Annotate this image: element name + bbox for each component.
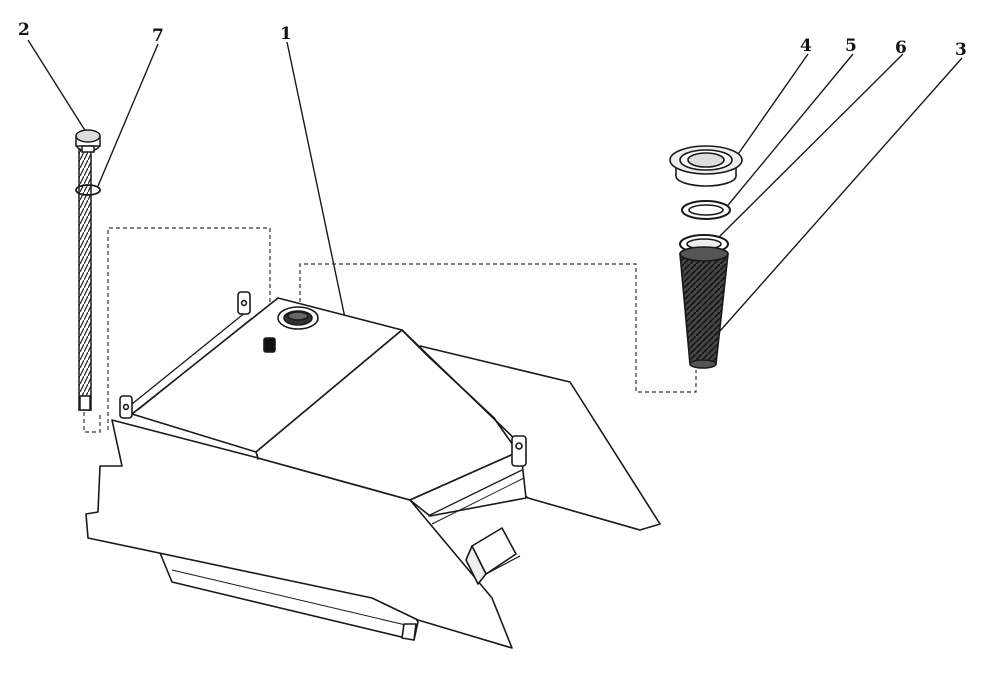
leader-7 [97,43,159,187]
leader-1 [286,41,346,319]
callout-5: 5 [845,36,857,56]
leader-4 [733,53,809,161]
leader-3 [711,57,963,341]
tank-lower-bracket [465,527,521,585]
callout-4: 4 [800,36,812,56]
tank-mount-bracket-side [511,435,527,467]
fuel-tank [85,291,661,649]
filler-cap [669,145,743,187]
callout-7: 7 [152,26,164,46]
leader-6 [717,53,904,239]
dipstick-seal-ring [75,184,101,196]
callout-6: 6 [895,38,907,58]
tank-mount-bracket-rear [237,291,251,315]
assembly-guides [83,227,697,433]
filler-assembly [669,145,743,369]
tank-rail-left [131,311,247,405]
dipstick-guide-line [83,412,101,433]
leader-5 [723,53,854,211]
tank-bottom-tab [401,623,417,641]
dipstick-rod [78,147,92,411]
tank-dipstick-port [263,337,276,353]
tank-filler-opening [277,306,319,330]
tank-rail-right [427,469,523,517]
filler-ring [681,200,731,220]
filler-tube [679,246,729,369]
callout-3: 3 [955,40,967,60]
leader-2 [27,39,87,133]
tank-mount-bracket-front [119,395,133,419]
callout-1: 1 [280,24,292,44]
dipstick [75,129,101,411]
dipstick-to-tank-guide [107,227,271,430]
filler-neck-guide-line [299,263,697,393]
leader-lines [27,39,963,341]
callout-2: 2 [18,20,30,40]
dipstick-cap [75,129,101,153]
